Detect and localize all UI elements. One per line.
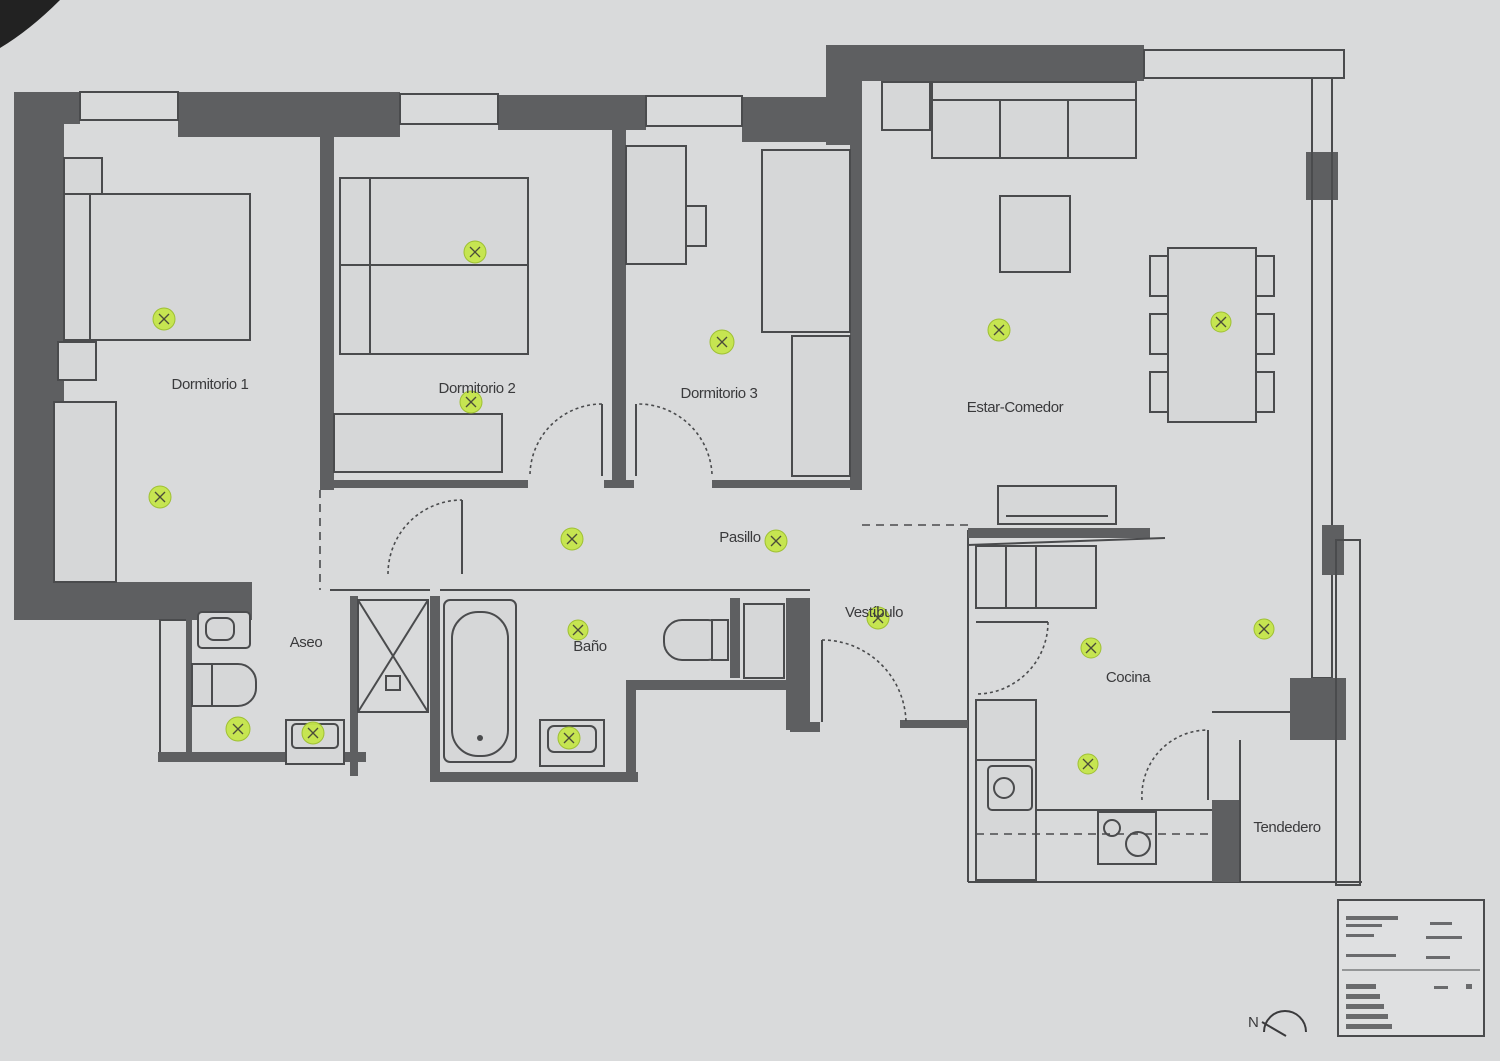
- room-label-dormitorio-3: Dormitorio 3: [681, 385, 758, 402]
- light-point-markers: [148, 240, 1275, 775]
- room-label-bano: Baño: [573, 638, 606, 655]
- room-label-dormitorio-2: Dormitorio 2: [439, 380, 516, 397]
- photo-corner-shadow: [0, 0, 60, 48]
- room-label-estar-comedor: Estar-Comedor: [967, 399, 1064, 416]
- room-label-tendedero: Tendedero: [1253, 819, 1320, 836]
- door-swings: [387, 403, 1209, 801]
- room-label-cocina: Cocina: [1106, 669, 1151, 686]
- interior-walls: [158, 125, 1290, 882]
- north-label: N: [1248, 1014, 1259, 1031]
- furniture: [53, 81, 1275, 881]
- room-label-dormitorio-1: Dormitorio 1: [172, 376, 249, 393]
- compass-arc-icon: [1263, 1010, 1307, 1033]
- north-arrow: N: [1248, 1010, 1307, 1037]
- room-label-aseo: Aseo: [290, 634, 323, 651]
- room-label-pasillo: Pasillo: [719, 529, 760, 546]
- room-label-vestibulo: Vestíbulo: [845, 604, 903, 621]
- title-block: [1337, 899, 1485, 1037]
- room-labels: Dormitorio 1 Dormitorio 2 Dormitorio 3 E…: [172, 376, 1322, 836]
